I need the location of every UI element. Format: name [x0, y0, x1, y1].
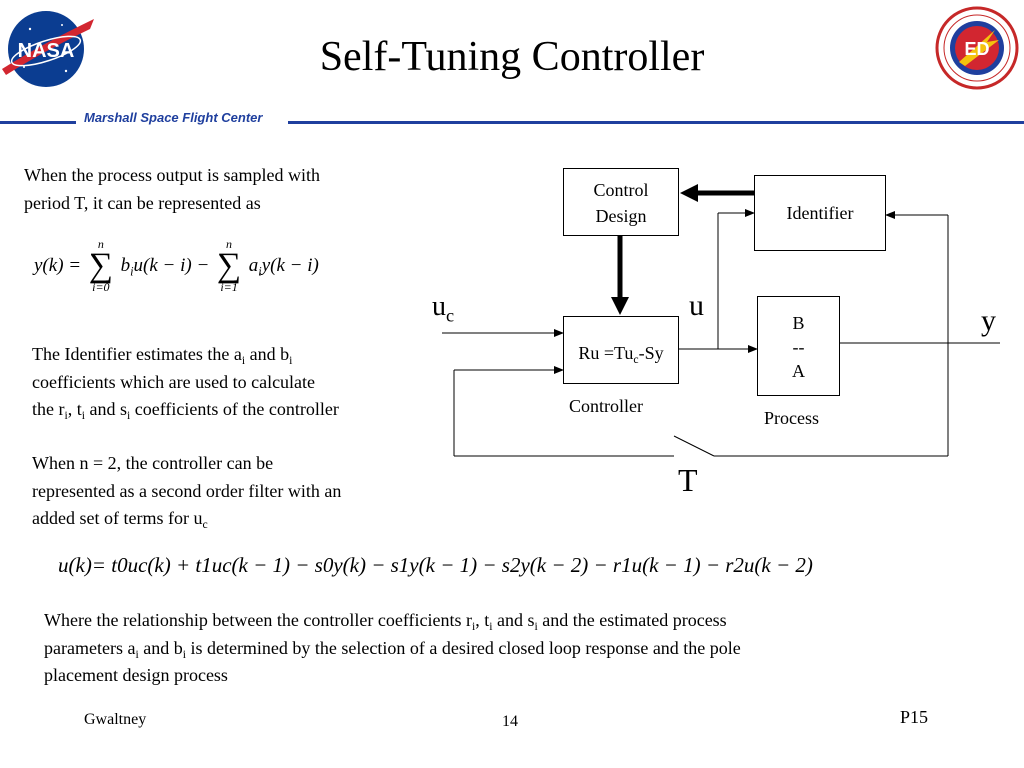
- sub-i: i: [241, 354, 246, 368]
- sum1-lower: i=0: [92, 280, 110, 294]
- control-design-label-1: Control: [593, 180, 649, 200]
- bottom-text-1d: and the estimated process: [537, 610, 727, 630]
- bottom-text-2c: is determined by the selection of a desi…: [185, 637, 741, 658]
- control-design-block: Control Design: [563, 168, 679, 236]
- controller-law-b: -Sy: [638, 343, 664, 363]
- bottom-text-2b: and b: [138, 637, 183, 658]
- second-order-paragraph: When n = 2, the controller can be repres…: [32, 450, 452, 533]
- n2-text-2: represented as a second order filter wit…: [32, 480, 342, 501]
- process-denominator: A: [792, 361, 805, 381]
- controller-label: Controller: [569, 396, 643, 416]
- control-design-label-2: Design: [595, 206, 647, 226]
- eq1-lhs: y(k) =: [34, 255, 82, 276]
- controller-law-a: Ru =Tu: [578, 343, 634, 363]
- footer-ref: P15: [900, 707, 929, 727]
- header-rule-left: [0, 121, 76, 124]
- bottom-text-1a: Where the relationship between the contr…: [44, 610, 472, 630]
- identifier-text-3c: and s: [85, 399, 128, 419]
- identifier-paragraph: The Identifier estimates the ai and bi c…: [32, 341, 432, 424]
- identifier-text-3b: , t: [67, 399, 82, 419]
- uc-label-u: u: [432, 291, 446, 322]
- sub-i: i: [489, 620, 493, 634]
- sub-c: c: [202, 518, 208, 532]
- identifier-text-1b: and b: [245, 344, 290, 364]
- org-name: Marshall Space Flight Center: [84, 110, 263, 125]
- n2-text-3: added set of terms for u: [32, 508, 203, 528]
- identifier-label: Identifier: [786, 203, 854, 223]
- summation-2: n ∑ i=1: [214, 238, 244, 294]
- difference-equation: y(k) = n ∑ i=0 biu(k − i) − n ∑ i=1 aiy(…: [34, 238, 319, 294]
- sub-i: i: [289, 354, 293, 368]
- intro-text: When the process output is sampled with …: [24, 162, 424, 217]
- process-label: Process: [764, 408, 819, 428]
- sub-i: i: [471, 620, 476, 634]
- u-label: u: [689, 289, 704, 322]
- footer-author: Gwaltney: [84, 711, 147, 728]
- eq1-term2-sub: i: [258, 264, 262, 279]
- sub-i: i: [81, 409, 85, 423]
- footer-page-number: 14: [502, 713, 518, 730]
- sub-i: i: [64, 409, 68, 423]
- ed-badge-logo: ED: [935, 6, 1019, 90]
- bottom-text-1b: , t: [475, 610, 490, 630]
- eq1-term1: b: [120, 255, 131, 276]
- sub-i: i: [534, 620, 538, 634]
- bottom-text-1c: and s: [492, 610, 535, 630]
- process-divider: --: [792, 337, 805, 357]
- eq1-term2: a: [248, 255, 259, 276]
- identifier-text-1a: The Identifier estimates the a: [32, 344, 242, 364]
- identifier-text-3a: the r: [32, 399, 65, 419]
- bottom-text-2a: parameters a: [44, 637, 136, 658]
- nasa-logo-text: NASA: [18, 40, 75, 62]
- sum1-upper: n: [97, 237, 104, 251]
- sigma-2: ∑: [216, 247, 242, 284]
- eq1-term2-rest: y(k − i): [261, 255, 319, 276]
- sigma-1: ∑: [88, 247, 113, 284]
- identifier-text-2: coefficients which are used to calculate: [32, 371, 316, 392]
- sum2-upper: n: [226, 237, 233, 251]
- header-rule-right: [288, 121, 1024, 124]
- summation-1: n ∑ i=0: [86, 238, 116, 294]
- ed-badge-text: ED: [964, 39, 989, 59]
- identifier-block: Identifier: [754, 175, 886, 251]
- sub-c: c: [633, 353, 639, 367]
- sum2-lower: i=1: [220, 280, 238, 294]
- bottom-text-3: placement design process: [44, 665, 228, 685]
- process-numerator: B: [792, 313, 805, 333]
- identifier-text-3d: coefficients of the controller: [130, 399, 339, 419]
- sub-i: i: [127, 409, 131, 423]
- controller-equation-text: u(k)= t0uc(k) + t1uc(k − 1) − s0y(k) − s…: [58, 553, 813, 577]
- n2-text-1: When n = 2, the controller can be: [32, 453, 274, 473]
- controller-equation: u(k)= t0uc(k) + t1uc(k − 1) − s0y(k) − s…: [58, 553, 813, 578]
- controller-block: Ru =Tuc-Sy: [563, 316, 679, 384]
- uc-label: uc: [432, 291, 455, 326]
- sampler-switch: [673, 435, 715, 457]
- intro-line-1: When the process output is sampled with: [24, 165, 320, 185]
- process-block: B -- A: [757, 296, 840, 396]
- sub-i: i: [135, 647, 139, 661]
- y-label: y: [981, 304, 996, 337]
- page-title: Self-Tuning Controller: [319, 34, 705, 80]
- nasa-logo: NASA: [2, 11, 94, 87]
- relationship-paragraph: Where the relationship between the contr…: [44, 607, 1004, 690]
- eq1-term1-rest: u(k − i) −: [133, 255, 210, 276]
- uc-label-sub: c: [446, 305, 455, 326]
- sub-i: i: [182, 647, 186, 661]
- sampling-period-label: T: [678, 462, 698, 498]
- intro-line-2: period T, it can be represented as: [24, 192, 261, 213]
- eq1-term1-sub: i: [130, 264, 134, 279]
